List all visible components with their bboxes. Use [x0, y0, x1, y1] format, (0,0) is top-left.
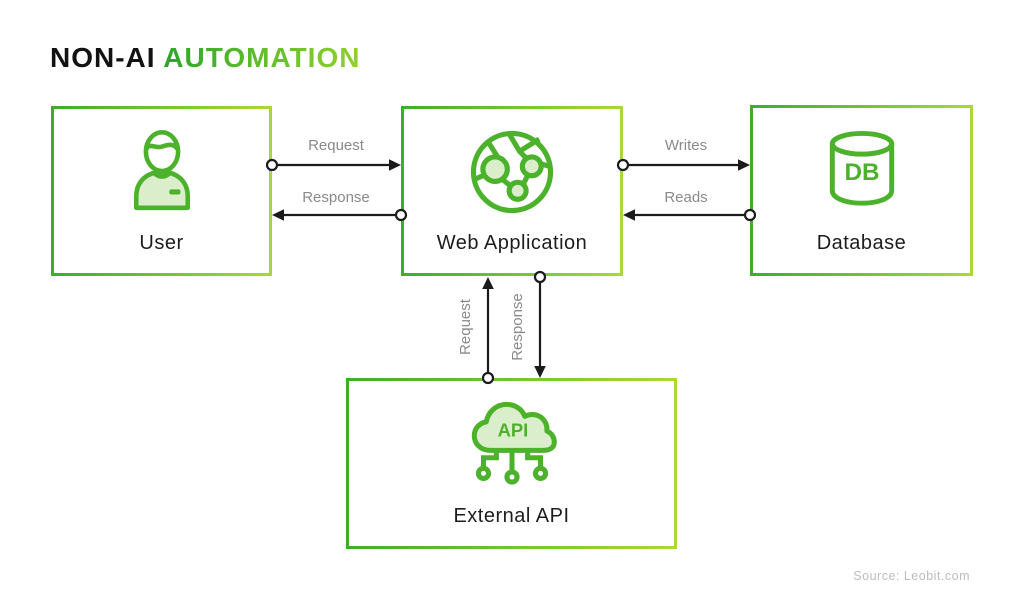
- arrowhead-right: [738, 159, 750, 171]
- edge-label-writes: Writes: [664, 137, 708, 154]
- arrowhead-left: [272, 209, 284, 221]
- edge-label-request-user: Request: [308, 137, 364, 154]
- node-external-api-label: External API: [453, 505, 570, 527]
- node-user-label: User: [139, 232, 184, 254]
- arrowhead-right: [389, 159, 401, 171]
- database-cylinder-icon: DB: [817, 124, 907, 219]
- arrowhead-down: [534, 366, 546, 378]
- node-user: User: [51, 106, 272, 276]
- globe-network-icon: [465, 125, 559, 224]
- node-database: DB Database: [750, 105, 973, 276]
- api-icon-text: API: [497, 420, 528, 441]
- edge-writes-webapp-to-database: [616, 158, 750, 172]
- title-highlight: AUTOMATION: [163, 42, 361, 73]
- edge-label-reads: Reads: [664, 189, 708, 206]
- node-external-api: API External API: [346, 378, 677, 549]
- page-title: NON-AI AUTOMATION: [50, 42, 360, 74]
- edge-request-externalapi-to-webapp: [481, 277, 495, 385]
- edge-label-request-api: Request: [457, 299, 474, 355]
- edge-response-webapp-to-user: [272, 208, 408, 222]
- node-database-label: Database: [816, 232, 907, 254]
- edge-label-response-user: Response: [302, 189, 370, 206]
- user-icon: [116, 125, 208, 222]
- arrowhead-left: [623, 209, 635, 221]
- node-web-application: Web Application: [401, 106, 623, 276]
- source-attribution: Source: Leobit.com: [853, 569, 970, 583]
- edge-request-user-to-webapp: [265, 158, 401, 172]
- database-icon-text: DB: [844, 159, 879, 186]
- arrowhead-up: [482, 277, 494, 289]
- node-web-application-label: Web Application: [436, 232, 588, 254]
- edge-response-webapp-to-externalapi: [533, 270, 547, 378]
- edge-reads-database-to-webapp: [623, 208, 757, 222]
- title-prefix: NON-AI: [50, 42, 156, 73]
- edge-label-response-api: Response: [509, 293, 526, 361]
- api-cloud-icon: API: [466, 397, 558, 494]
